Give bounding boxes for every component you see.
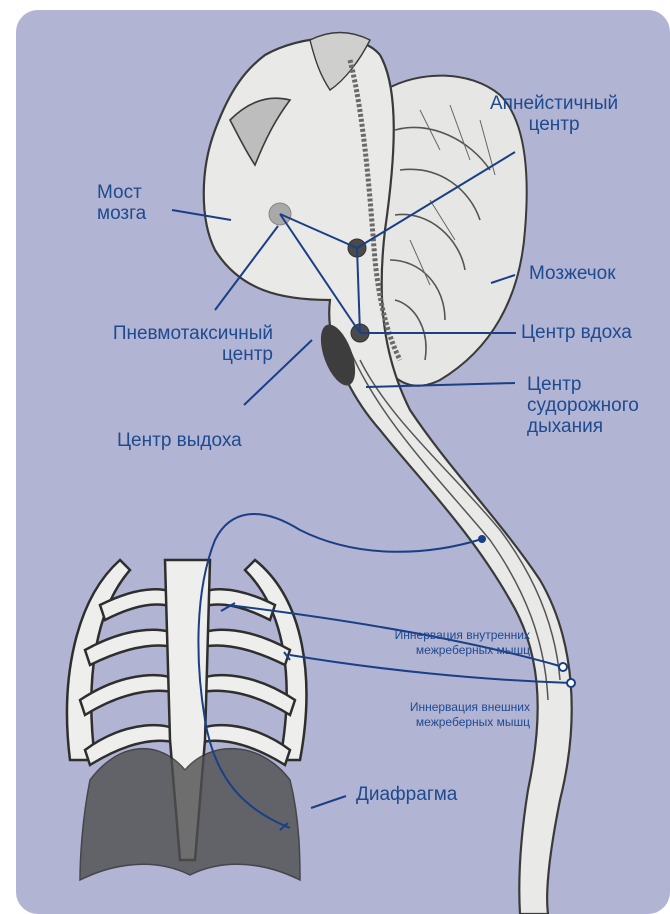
pons-label-line2: мозга — [97, 204, 146, 225]
pneumotaxic-label-line2: центр — [63, 345, 273, 366]
external-label-line2: межреберных мышц — [330, 715, 530, 730]
pneumotaxic-label-line1: Пневмотаксичный — [63, 324, 273, 345]
gasping-center-label: Центр судорожного дыхания — [527, 375, 639, 438]
inspiration-center-label: Центр вдоха — [521, 323, 632, 344]
internal-label-line2: межреберных мышц — [330, 643, 530, 658]
apneustic-label-line1: Апнейстичный — [490, 94, 618, 115]
pons-label-line1: Мост — [97, 183, 146, 204]
gasping-label-line2: судорожного — [527, 396, 639, 417]
apneustic-center-label: Апнейстичный центр — [490, 94, 618, 136]
internal-innervation-label: Иннервация внутренних межреберных мышц — [330, 628, 530, 658]
apneustic-label-line2: центр — [490, 115, 618, 136]
cerebellum-label: Мозжечок — [529, 264, 616, 285]
pons-label: Мост мозга — [97, 183, 146, 225]
diaphragm-muscle — [80, 749, 300, 880]
external-innervation-label: Иннервация внешних межреберных мышц — [330, 700, 530, 730]
expiration-center-label: Центр выдоха — [117, 431, 242, 452]
internal-label-line1: Иннервация внутренних — [330, 628, 530, 643]
pneumotaxic-center-label: Пневмотаксичный центр — [63, 324, 273, 366]
external-label-line1: Иннервация внешних — [330, 700, 530, 715]
gasping-label-line3: дыхания — [527, 417, 639, 438]
diaphragm-label: Диафрагма — [356, 785, 457, 806]
gasping-label-line1: Центр — [527, 375, 639, 396]
